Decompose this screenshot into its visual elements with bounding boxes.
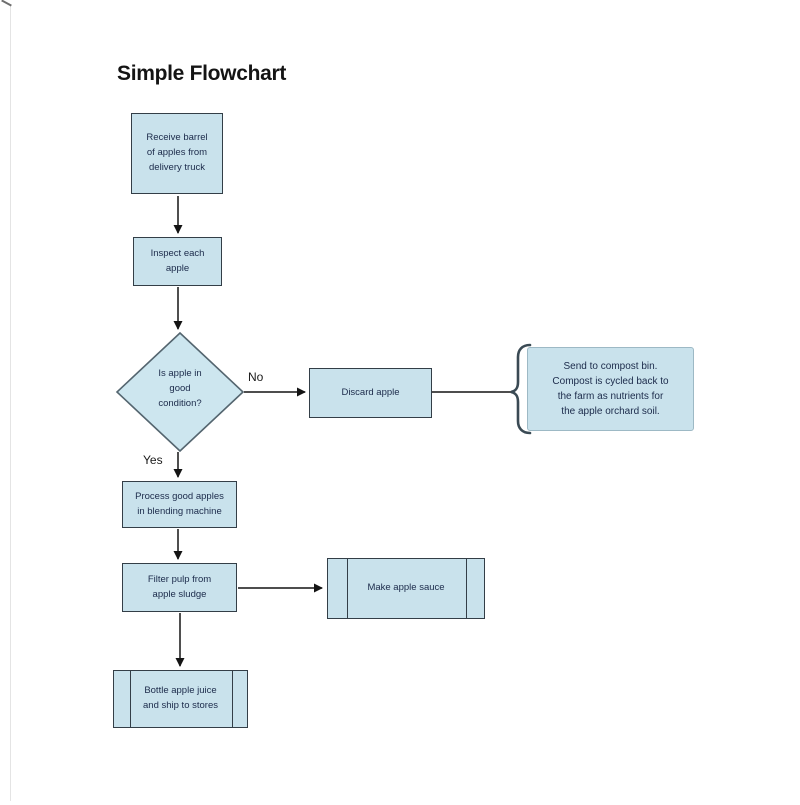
node-label: condition?	[158, 398, 202, 410]
node-label: Compost is cycled back to	[552, 376, 669, 387]
node-bottle-ship: Bottle apple juice and ship to stores	[113, 670, 248, 728]
node-label: Is apple in	[158, 368, 202, 379]
node-compost-annotation: Send to compost bin. Compost is cycled b…	[527, 347, 694, 431]
edge-label-yes: Yes	[143, 453, 163, 467]
node-label: Discard apple	[341, 386, 400, 398]
node-label: the farm as nutrients for	[557, 391, 664, 402]
node-receive-barrel: Receive barrel of apples from delivery t…	[131, 113, 223, 194]
page-title: Simple Flowchart	[117, 62, 287, 85]
predefined-process-right-bar	[232, 670, 233, 728]
node-process-blend: Process good apples in blending machine	[122, 481, 237, 528]
node-label: Make apple sauce	[367, 582, 445, 594]
node-label: in blending machine	[137, 505, 222, 517]
node-label: Process good apples	[135, 490, 224, 502]
page-left-border-line	[10, 6, 11, 801]
predefined-process-left-bar	[130, 670, 131, 728]
node-make-apple-sauce: Make apple sauce	[327, 558, 485, 619]
decision-diamond-shape	[115, 331, 245, 453]
node-decision-label: Is apple in good condition?	[150, 366, 210, 412]
node-label: of apples from	[146, 147, 208, 159]
node-label: apple sludge	[152, 588, 207, 600]
node-label: delivery truck	[149, 161, 205, 173]
node-filter-pulp: Filter pulp from apple sludge	[122, 563, 237, 612]
node-label: good	[169, 383, 191, 395]
edge-label-no: No	[248, 370, 264, 384]
node-discard-apple: Discard apple	[309, 368, 432, 418]
node-label: Inspect each	[150, 247, 205, 259]
annotation-brace	[510, 343, 532, 435]
node-label: and ship to stores	[143, 700, 218, 711]
predefined-process-right-bar	[466, 558, 467, 619]
node-label: the apple orchard soil.	[561, 406, 660, 417]
node-label: Bottle apple juice	[144, 685, 217, 697]
node-inspect-apple: Inspect each apple	[133, 237, 222, 286]
predefined-process-left-bar	[347, 558, 348, 619]
node-label: Receive barrel	[146, 132, 208, 144]
node-label: apple	[165, 262, 190, 274]
node-label: Filter pulp from	[147, 573, 212, 585]
node-label: Send to compost bin.	[563, 361, 658, 372]
